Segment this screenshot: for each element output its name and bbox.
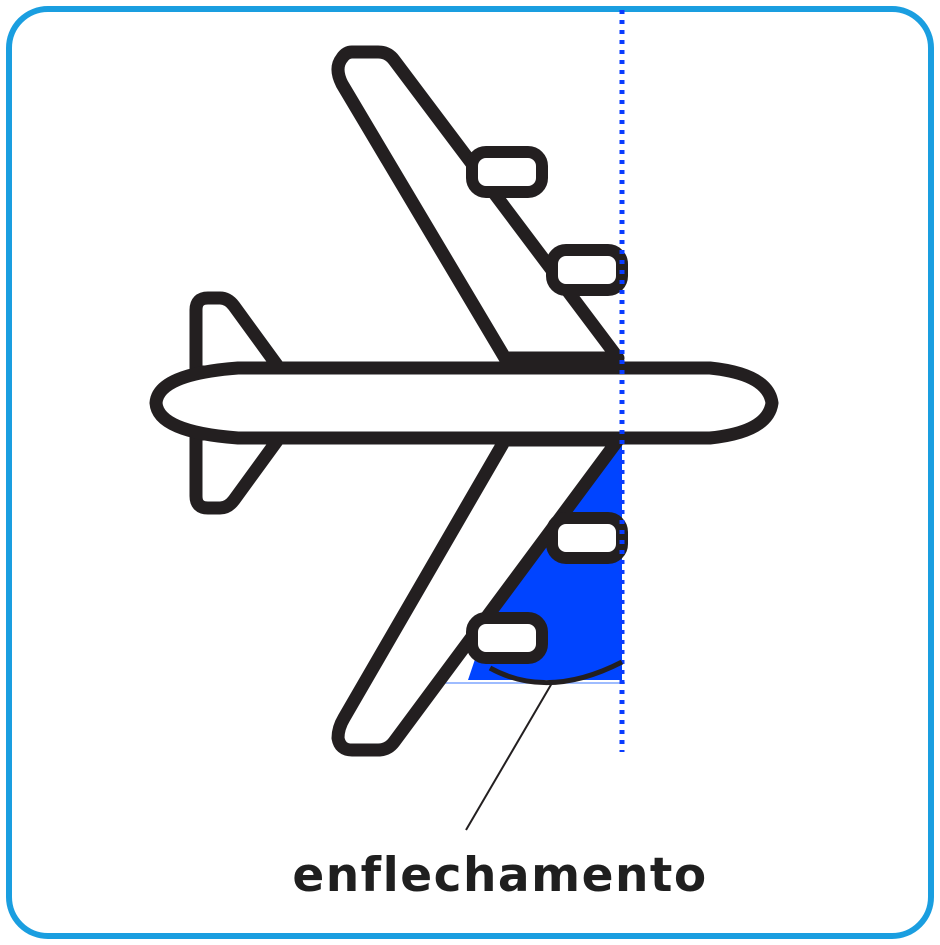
lower-engine-inner: [546, 512, 628, 564]
sweep-angle-label: enflechamento: [292, 848, 708, 903]
upper-tail-stabilizer: [189, 291, 289, 379]
upper-engine-inner: [546, 244, 628, 296]
label-leader-line: [465, 682, 553, 831]
lower-engine-outer: [466, 612, 548, 664]
lower-tail-stabilizer: [189, 427, 289, 515]
upper-wing: [331, 45, 625, 365]
upper-engine-outer: [466, 146, 548, 198]
sweep-angle-arc: [488, 659, 624, 686]
lower-wing: [331, 433, 625, 757]
fuselage: [149, 361, 779, 445]
